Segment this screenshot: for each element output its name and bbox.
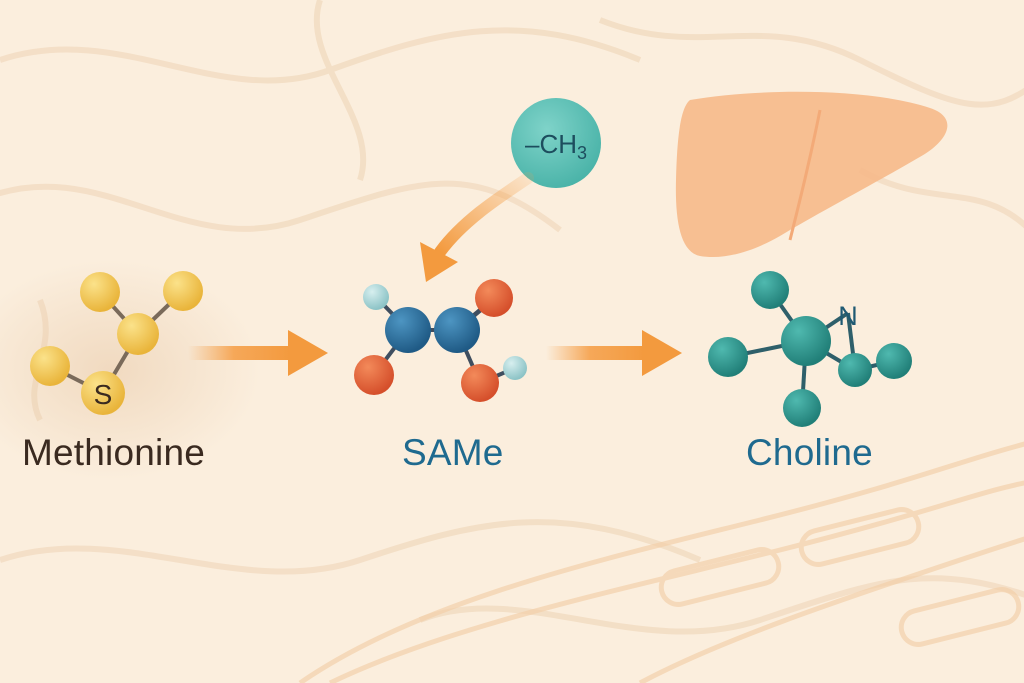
background-cells bbox=[298, 441, 1024, 683]
choline-atom bbox=[708, 337, 748, 377]
choline-atom bbox=[838, 353, 872, 387]
choline-atom bbox=[783, 389, 821, 427]
sulfur-atom-label: S bbox=[94, 379, 113, 410]
methyl-group-badge: –CH3 bbox=[511, 98, 601, 188]
oxygen-atom bbox=[461, 364, 499, 402]
oxygen-atom bbox=[475, 279, 513, 317]
methionine-atom bbox=[117, 313, 159, 355]
same-label: SAMe bbox=[402, 432, 504, 473]
methionine-atom bbox=[80, 272, 120, 312]
choline-label: Choline bbox=[746, 432, 873, 473]
choline-atom bbox=[751, 271, 789, 309]
oxygen-atom bbox=[354, 355, 394, 395]
choline-molecule-icon: N bbox=[708, 271, 912, 427]
background-decoration bbox=[0, 0, 1024, 635]
hydrogen-atom bbox=[363, 284, 389, 310]
carbon-atom bbox=[385, 307, 431, 353]
sulfur-atom bbox=[81, 371, 125, 415]
methyl-group-label: –CH3 bbox=[525, 129, 587, 163]
hydrogen-atom bbox=[503, 356, 527, 380]
methionine-atom bbox=[30, 346, 70, 386]
liver-vein bbox=[788, 109, 822, 241]
liver-icon bbox=[675, 91, 948, 258]
methionine-atom bbox=[163, 271, 203, 311]
arrow-same-to-choline bbox=[546, 330, 682, 376]
choline-atom bbox=[876, 343, 912, 379]
methionine-molecule-icon: S bbox=[30, 271, 203, 415]
nitrogen-atom-label: N bbox=[838, 301, 858, 331]
same-molecule-icon bbox=[354, 279, 527, 402]
choline-atom bbox=[781, 316, 831, 366]
arrow-methionine-to-same bbox=[188, 330, 328, 376]
background-smudge bbox=[0, 260, 260, 480]
methionine-label: Methionine bbox=[22, 432, 206, 473]
carbon-atom bbox=[434, 307, 480, 353]
arrow-methyl-to-same bbox=[420, 172, 534, 282]
